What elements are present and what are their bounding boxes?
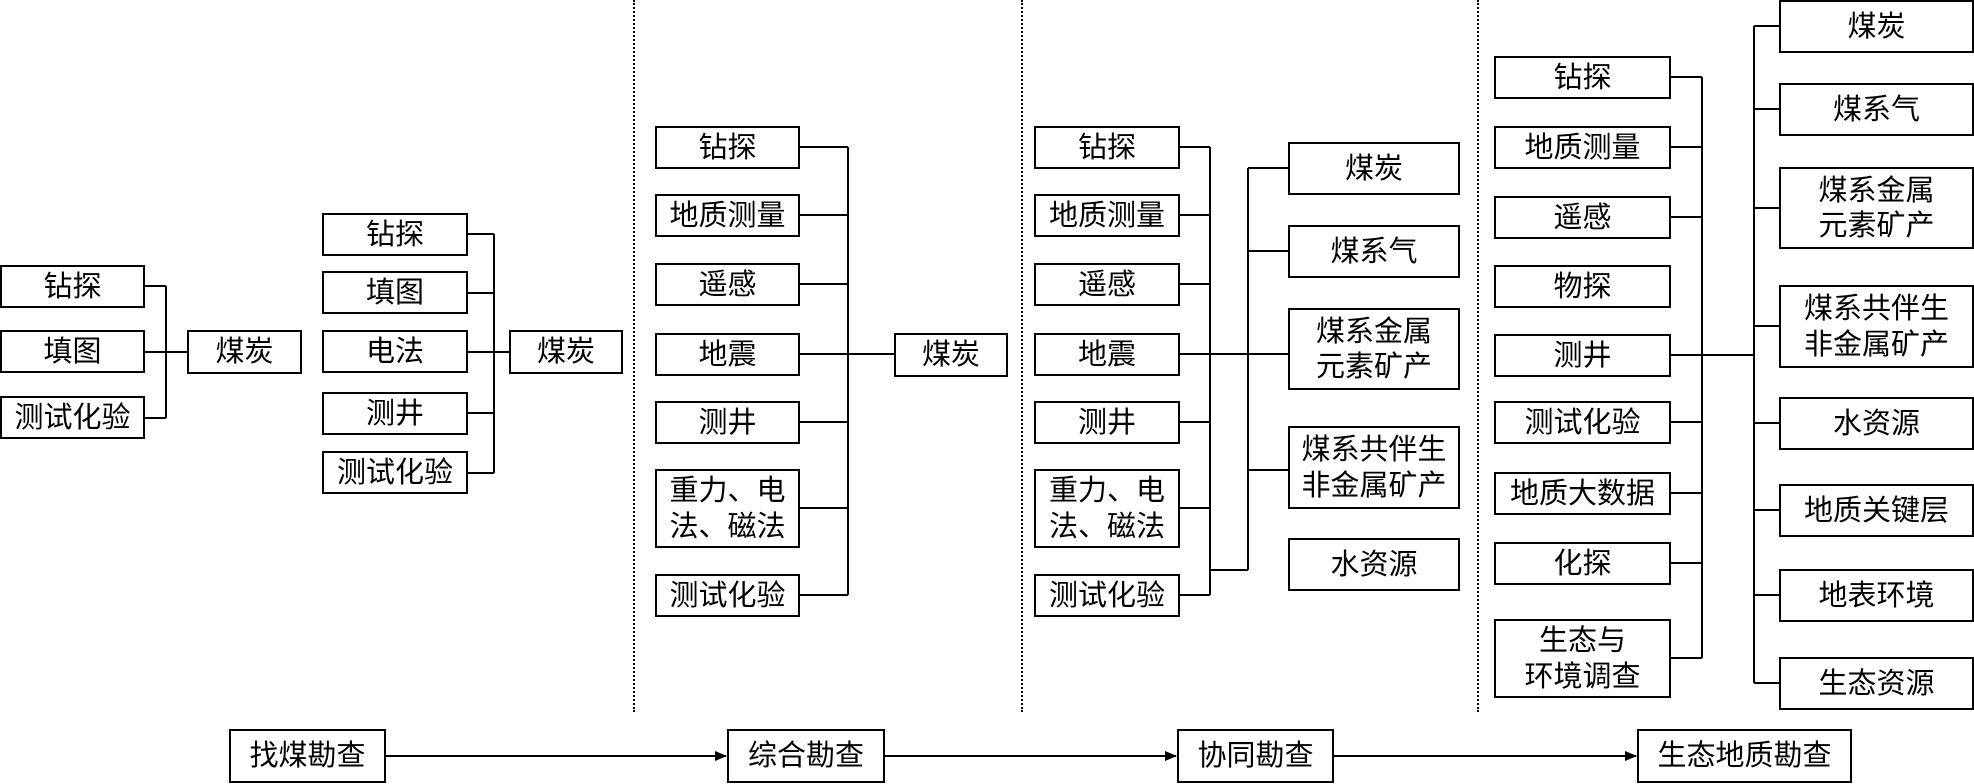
stage5-input-geochemistry: 化探 — [1494, 542, 1671, 585]
stage5-output-water-resources: 水资源 — [1779, 397, 1974, 450]
stage5-input-drilling: 钻探 — [1494, 56, 1671, 99]
stage5-input-geophysics: 物探 — [1494, 265, 1671, 308]
stage2-input-logging: 测井 — [322, 392, 468, 435]
stage4-output-metal-minerals: 煤系金属 元素矿产 — [1288, 308, 1460, 390]
stage5-output-coal-measure-gas: 煤系气 — [1779, 83, 1974, 136]
stage5-output-surface-environment: 地表环境 — [1779, 569, 1974, 622]
timeline-stage-coal-prospecting: 找煤勘查 — [229, 729, 386, 783]
stage5-output-nonmetal-minerals: 煤系共伴生 非金属矿产 — [1779, 285, 1974, 368]
stage4-input-seismic: 地震 — [1034, 333, 1180, 376]
stage2-input-electric: 电法 — [322, 330, 468, 373]
stage4-output-water-resources: 水资源 — [1288, 538, 1460, 591]
timeline-stage-comprehensive-exploration: 综合勘查 — [727, 729, 885, 783]
timeline-stage-eco-geological-exploration: 生态地质勘查 — [1637, 729, 1852, 783]
stage5-input-survey: 地质测量 — [1494, 126, 1671, 169]
stage5-output-coal: 煤炭 — [1779, 0, 1974, 53]
stage2-input-mapping: 填图 — [322, 271, 468, 314]
stage3-input-logging: 测井 — [655, 401, 800, 444]
stage4-output-coal: 煤炭 — [1288, 142, 1460, 195]
stage4-input-remote-sensing: 遥感 — [1034, 263, 1180, 306]
stage5-input-logging: 测井 — [1494, 334, 1671, 377]
stage4-input-drilling: 钻探 — [1034, 126, 1180, 169]
stage3-output-coal: 煤炭 — [894, 333, 1008, 377]
stage1-input-mapping: 填图 — [0, 330, 145, 373]
stage4-input-logging: 测井 — [1034, 401, 1180, 444]
stage-separator-1 — [633, 0, 635, 712]
stage3-input-drilling: 钻探 — [655, 126, 800, 169]
stage5-output-metal-minerals: 煤系金属 元素矿产 — [1779, 167, 1974, 249]
stage1-input-drilling: 钻探 — [0, 265, 145, 308]
stage5-output-key-layer: 地质关键层 — [1779, 484, 1974, 537]
stage1-input-lab-testing: 测试化验 — [0, 396, 145, 439]
stage-separator-2 — [1021, 0, 1023, 712]
stage3-input-gravity-electric-magnetic: 重力、电 法、磁法 — [655, 469, 800, 548]
stage3-input-lab-testing: 测试化验 — [655, 574, 800, 617]
stage1-output-coal: 煤炭 — [187, 330, 302, 374]
stage5-input-eco-env-survey: 生态与 环境调查 — [1494, 619, 1671, 698]
stage5-input-geo-big-data: 地质大数据 — [1494, 472, 1671, 515]
stage5-output-ecological-resources: 生态资源 — [1779, 657, 1974, 710]
stage4-input-lab-testing: 测试化验 — [1034, 574, 1180, 617]
stage3-input-seismic: 地震 — [655, 333, 800, 376]
timeline-stage-collaborative-exploration: 协同勘查 — [1177, 729, 1334, 783]
stage-separator-3 — [1477, 0, 1479, 712]
stage4-input-survey: 地质测量 — [1034, 194, 1180, 237]
stage3-input-survey: 地质测量 — [655, 194, 800, 237]
stage2-input-drilling: 钻探 — [322, 213, 468, 256]
stage5-input-lab-testing: 测试化验 — [1494, 401, 1671, 444]
stage3-input-remote-sensing: 遥感 — [655, 263, 800, 306]
stage4-input-gravity-electric-magnetic: 重力、电 法、磁法 — [1034, 469, 1180, 548]
stage2-output-coal: 煤炭 — [509, 330, 623, 374]
stage2-input-lab-testing: 测试化验 — [322, 451, 468, 494]
stage4-output-nonmetal-minerals: 煤系共伴生 非金属矿产 — [1288, 426, 1460, 509]
stage5-input-remote-sensing: 遥感 — [1494, 196, 1671, 239]
stage4-output-coal-measure-gas: 煤系气 — [1288, 225, 1460, 278]
